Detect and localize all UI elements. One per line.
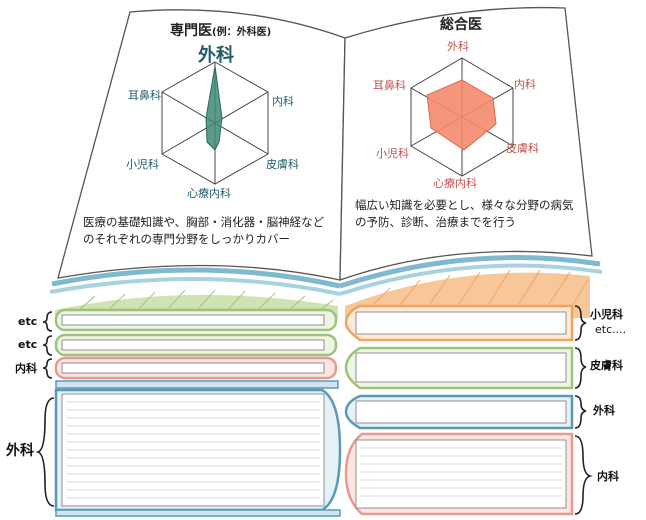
specialist-title-text: 専門医 [170, 23, 212, 39]
left-book-stack [54, 308, 342, 517]
left-label-etc-2: etc [18, 338, 38, 351]
general-description: 幅広い知識を必要とし、様々な分野の病気の予防、診断、治療までを行う [355, 198, 574, 229]
specialist-radar [161, 61, 269, 185]
left-label-naika: 内科 [15, 362, 37, 375]
general-axis-lower-right: 皮膚科 [506, 142, 539, 155]
specialist-axis-top: 外科 [198, 45, 234, 66]
general-skill-area [426, 79, 497, 151]
general-axis-top: 外科 [447, 40, 469, 53]
general-radar [410, 57, 514, 177]
general-axis-bottom: 心療内科 [433, 177, 477, 190]
specialist-skill-area [205, 65, 223, 151]
specialist-axis-lower-right: 皮膚科 [266, 158, 299, 171]
right-label-hifuka: 皮膚科 [590, 359, 623, 372]
general-title: 総合医 [440, 17, 482, 33]
general-axis-upper-right: 内科 [514, 78, 536, 91]
right-braces [574, 305, 593, 515]
left-label-etc-1: etc [18, 315, 38, 328]
left-label-geka: 外科 [6, 443, 34, 459]
specialist-axis-upper-right: 内科 [272, 95, 294, 108]
specialist-title: 専門医(例：外科医) [170, 24, 271, 38]
right-book-stack [344, 304, 574, 516]
right-label-geka: 外科 [593, 404, 615, 417]
specialist-axis-bottom: 心療内科 [187, 187, 231, 200]
specialist-title-note: (例：外科医) [212, 27, 272, 38]
right-label-naika: 内科 [597, 470, 619, 483]
specialist-axis-lower-left: 小児科 [126, 158, 159, 171]
open-book [49, 6, 603, 296]
left-braces [35, 311, 55, 507]
general-axis-lower-left: 小児科 [376, 147, 409, 160]
specialist-axis-upper-left: 耳鼻科 [128, 89, 161, 102]
right-label-shonika: 小児科 [590, 308, 623, 321]
general-axis-upper-left: 耳鼻科 [373, 79, 406, 92]
specialist-description: 医療の基礎知識や、胸部・消化器・脳神経などのそれぞれの専門分野をしっかりカバー [83, 215, 325, 246]
right-label-etc: etc.... [595, 323, 627, 336]
